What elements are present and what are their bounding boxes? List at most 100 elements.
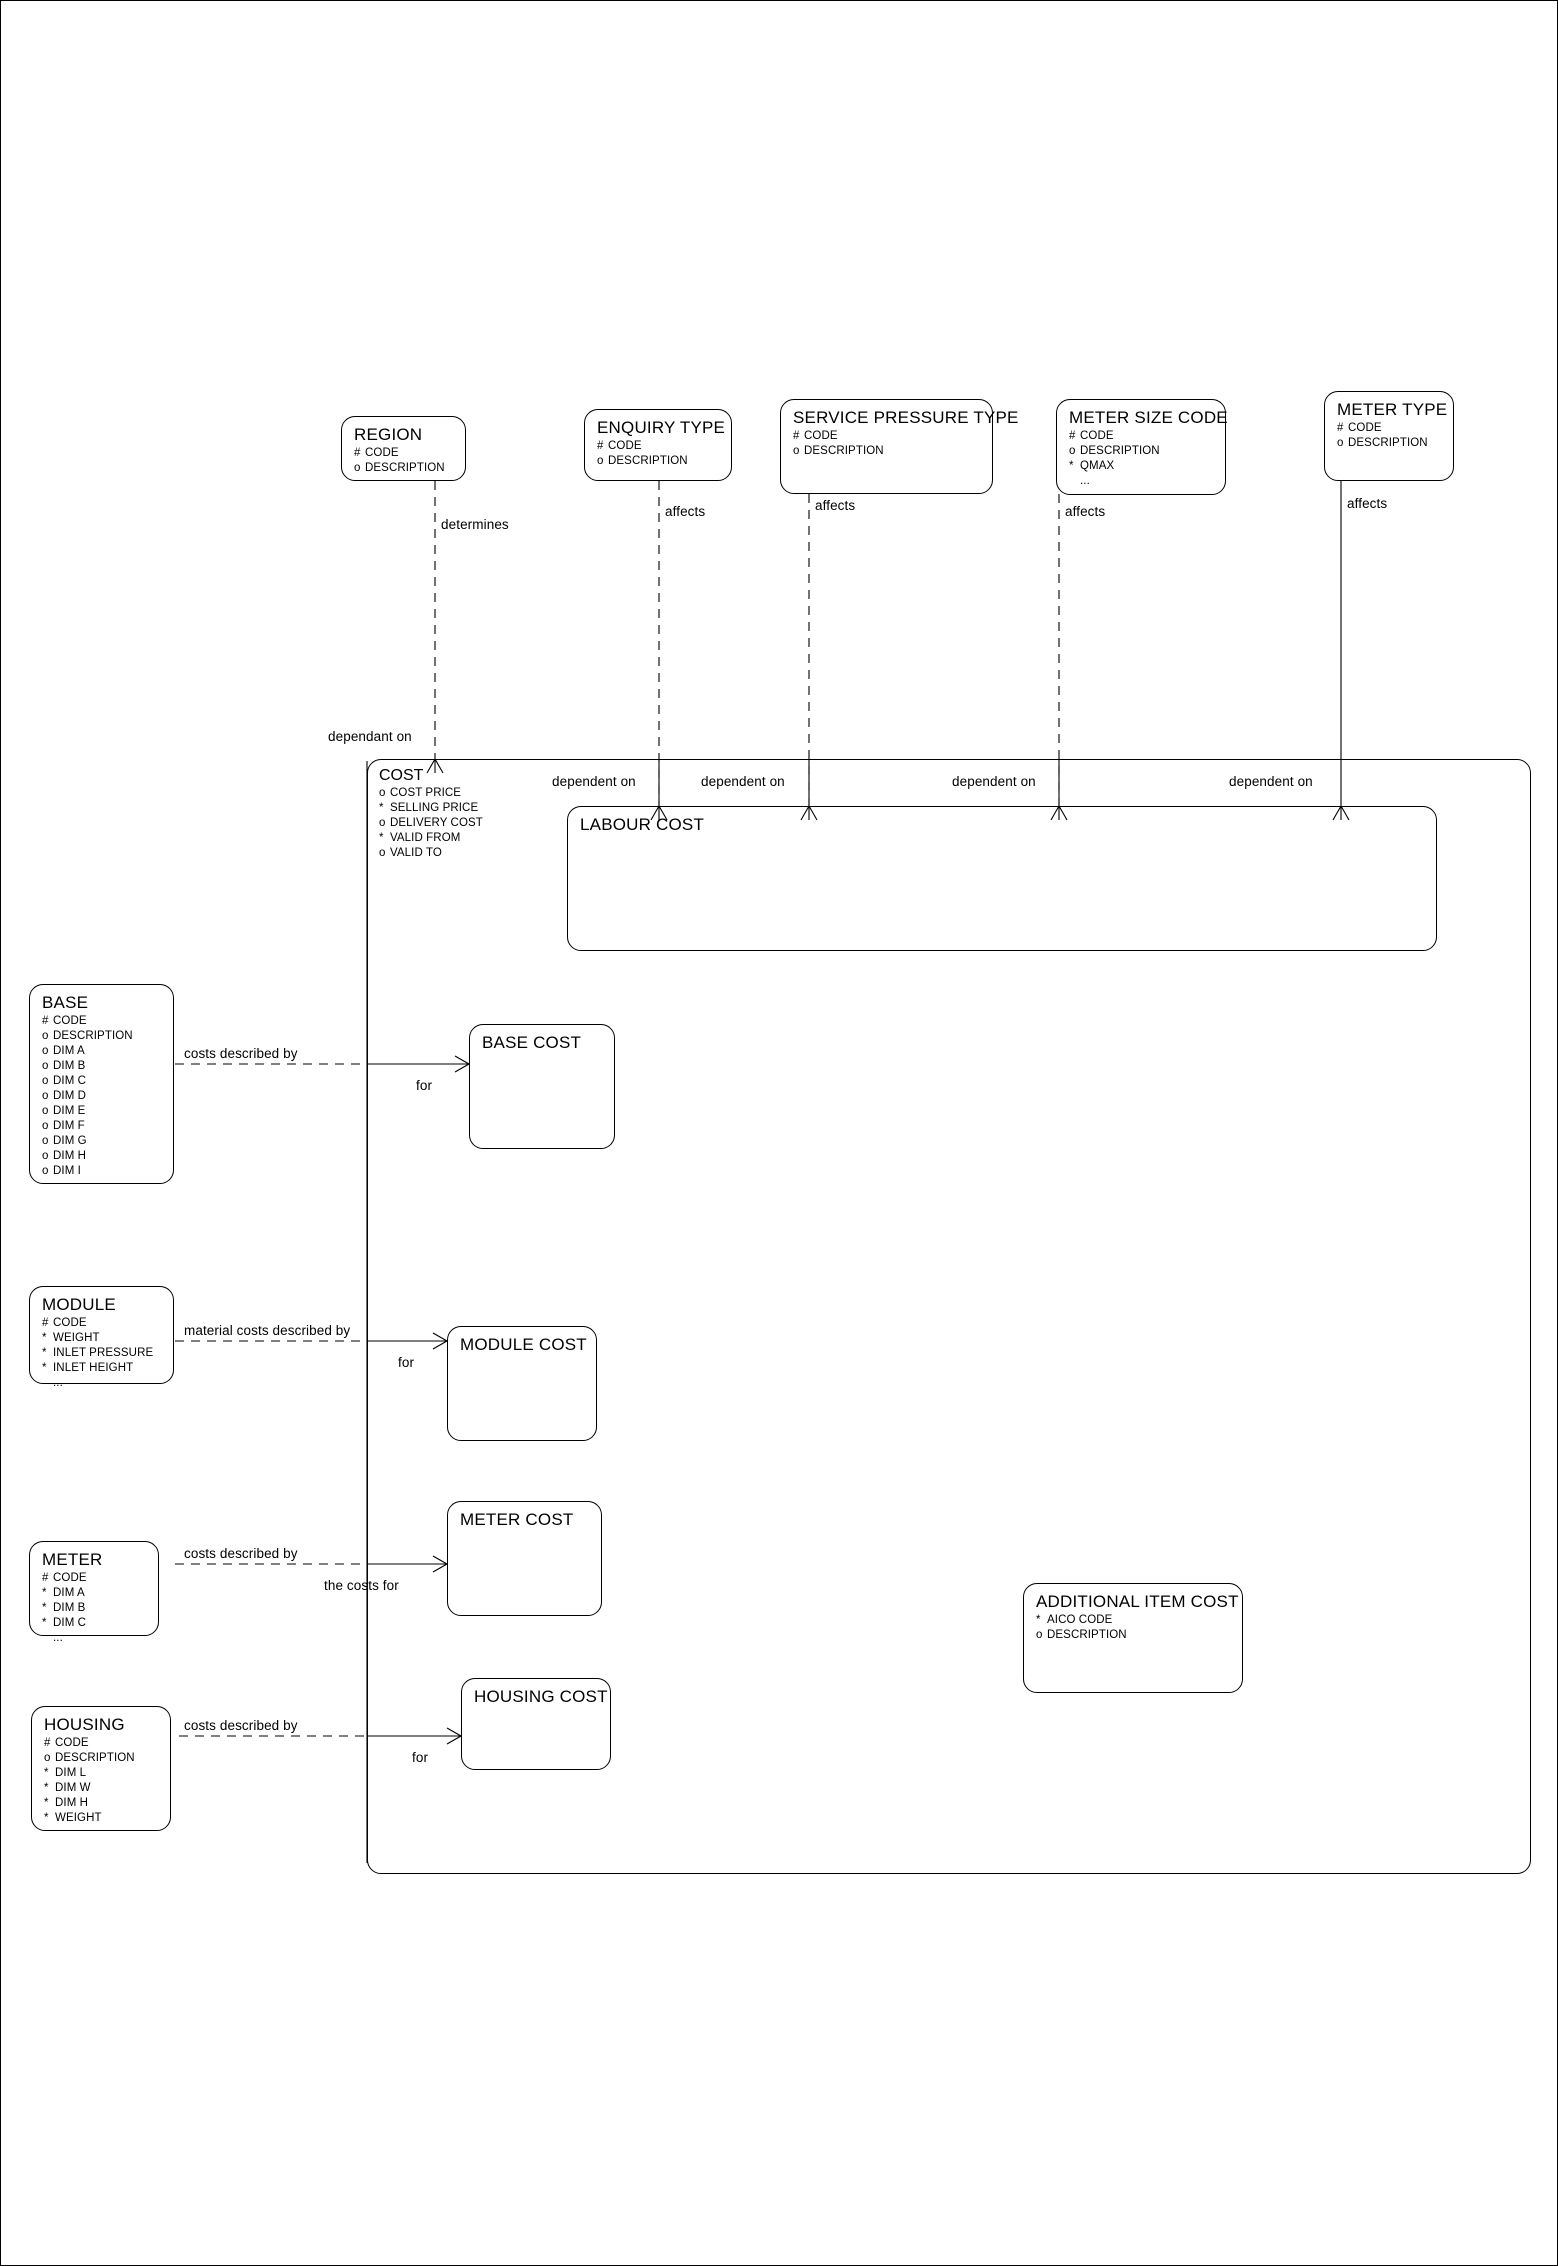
attr-mark: o [44,1752,51,1764]
attribute-row: # CODE [42,1571,148,1586]
entity-name: METER COST [460,1510,574,1529]
attr-label: QMAX [1080,460,1115,472]
attribute-row: ... [1069,474,1215,489]
attr-mark: # [42,1572,49,1584]
attribute-row: *DIM C [42,1616,148,1631]
attr-label: SELLING PRICE [390,802,479,814]
attr-mark: o [42,1030,49,1042]
attr-label: ... [53,1377,63,1389]
attr-label: DIM I [53,1165,81,1177]
attr-mark: o [379,847,386,859]
attr-mark: # [42,1317,49,1329]
attr-mark: o [1036,1629,1043,1641]
attribute-row: * DIM A [42,1586,148,1601]
label-housing-costs-described-by: costs described by [184,1718,298,1733]
entity-module[interactable]: MODULE #CODE *WEIGHT *INLET PRESSURE *IN… [29,1286,174,1389]
attr-label: DIM L [55,1767,87,1779]
entity-name: ADDITIONAL ITEM COST [1036,1592,1239,1611]
attr-label: CODE [53,1015,87,1027]
attr-label: AICO CODE [1047,1614,1113,1626]
attribute-row: *DIM H [44,1796,160,1811]
entity-name: METER TYPE [1337,400,1448,419]
attr-mark: * [1036,1614,1041,1626]
entity-cost[interactable] [367,759,1531,1874]
attr-label: DIM H [53,1150,87,1162]
attr-mark: o [42,1075,49,1087]
attr-mark: * [42,1587,47,1599]
attr-label: DIM E [53,1105,86,1117]
attr-mark: o [42,1165,49,1177]
attribute-row: o DESCRIPTION [42,1029,163,1044]
entity-name: BASE COST [482,1033,582,1052]
attr-label: DIM B [53,1602,86,1614]
attr-label: CODE [53,1572,87,1584]
entity-name: COST [379,767,424,784]
attr-mark: # [44,1737,51,1749]
label-servicepressure-dependent-on: dependent on [701,774,785,789]
attr-label: DESCRIPTION [53,1030,133,1042]
attribute-row: *WEIGHT [44,1811,160,1826]
attr-mark: * [379,832,384,844]
entity-labour-cost[interactable]: LABOUR COST [567,806,1437,951]
attr-label: CODE [608,440,642,452]
attr-mark: o [42,1105,49,1117]
attr-label: DIM H [55,1797,89,1809]
attr-label: DESCRIPTION [1080,445,1160,457]
attribute-row: #CODE [42,1014,163,1029]
attr-label: DIM C [53,1075,87,1087]
attribute-list: # CODE * DIM A * DIM B *DIM C ... [42,1571,148,1646]
attr-mark: o [42,1060,49,1072]
attr-label: VALID FROM [390,832,461,844]
attr-mark: * [44,1782,49,1794]
entity-module-cost[interactable]: MODULE COST [447,1326,597,1441]
entity-housing-cost[interactable]: HOUSING COST [461,1678,611,1770]
attribute-row: o DIM C [42,1074,163,1089]
attr-mark: * [42,1332,47,1344]
attribute-row: #CODE [1069,429,1215,444]
attr-label: COST PRICE [390,787,462,799]
entity-name: HOUSING [44,1715,125,1734]
attr-mark: o [354,462,361,474]
attr-mark: o [379,817,386,829]
attribute-row: ... [42,1631,148,1646]
entity-meter[interactable]: METER # CODE * DIM A * DIM B *DIM C ... [29,1541,159,1644]
attribute-row: *QMAX [1069,459,1215,474]
attr-label: CODE [804,430,838,442]
attr-label: DELIVERY COST [390,817,483,829]
attribute-row: *DIM L [44,1766,160,1781]
attr-label: WEIGHT [53,1332,100,1344]
entity-meter-cost[interactable]: METER COST [447,1501,602,1616]
attr-label: CODE [1348,422,1382,434]
attr-label: CODE [1080,430,1114,442]
label-module-for: for [398,1355,415,1370]
attribute-row: *INLET PRESSURE [42,1346,163,1361]
attr-label: DIM A [53,1587,85,1599]
attr-mark: # [1337,422,1344,434]
attr-label: CODE [55,1737,89,1749]
attr-mark: * [379,802,384,814]
entity-name: METER [42,1550,103,1569]
attr-mark: o [1337,437,1344,449]
label-enquiry-affects: affects [665,504,706,519]
attr-mark: o [42,1045,49,1057]
entity-base-cost[interactable]: BASE COST [469,1024,615,1149]
